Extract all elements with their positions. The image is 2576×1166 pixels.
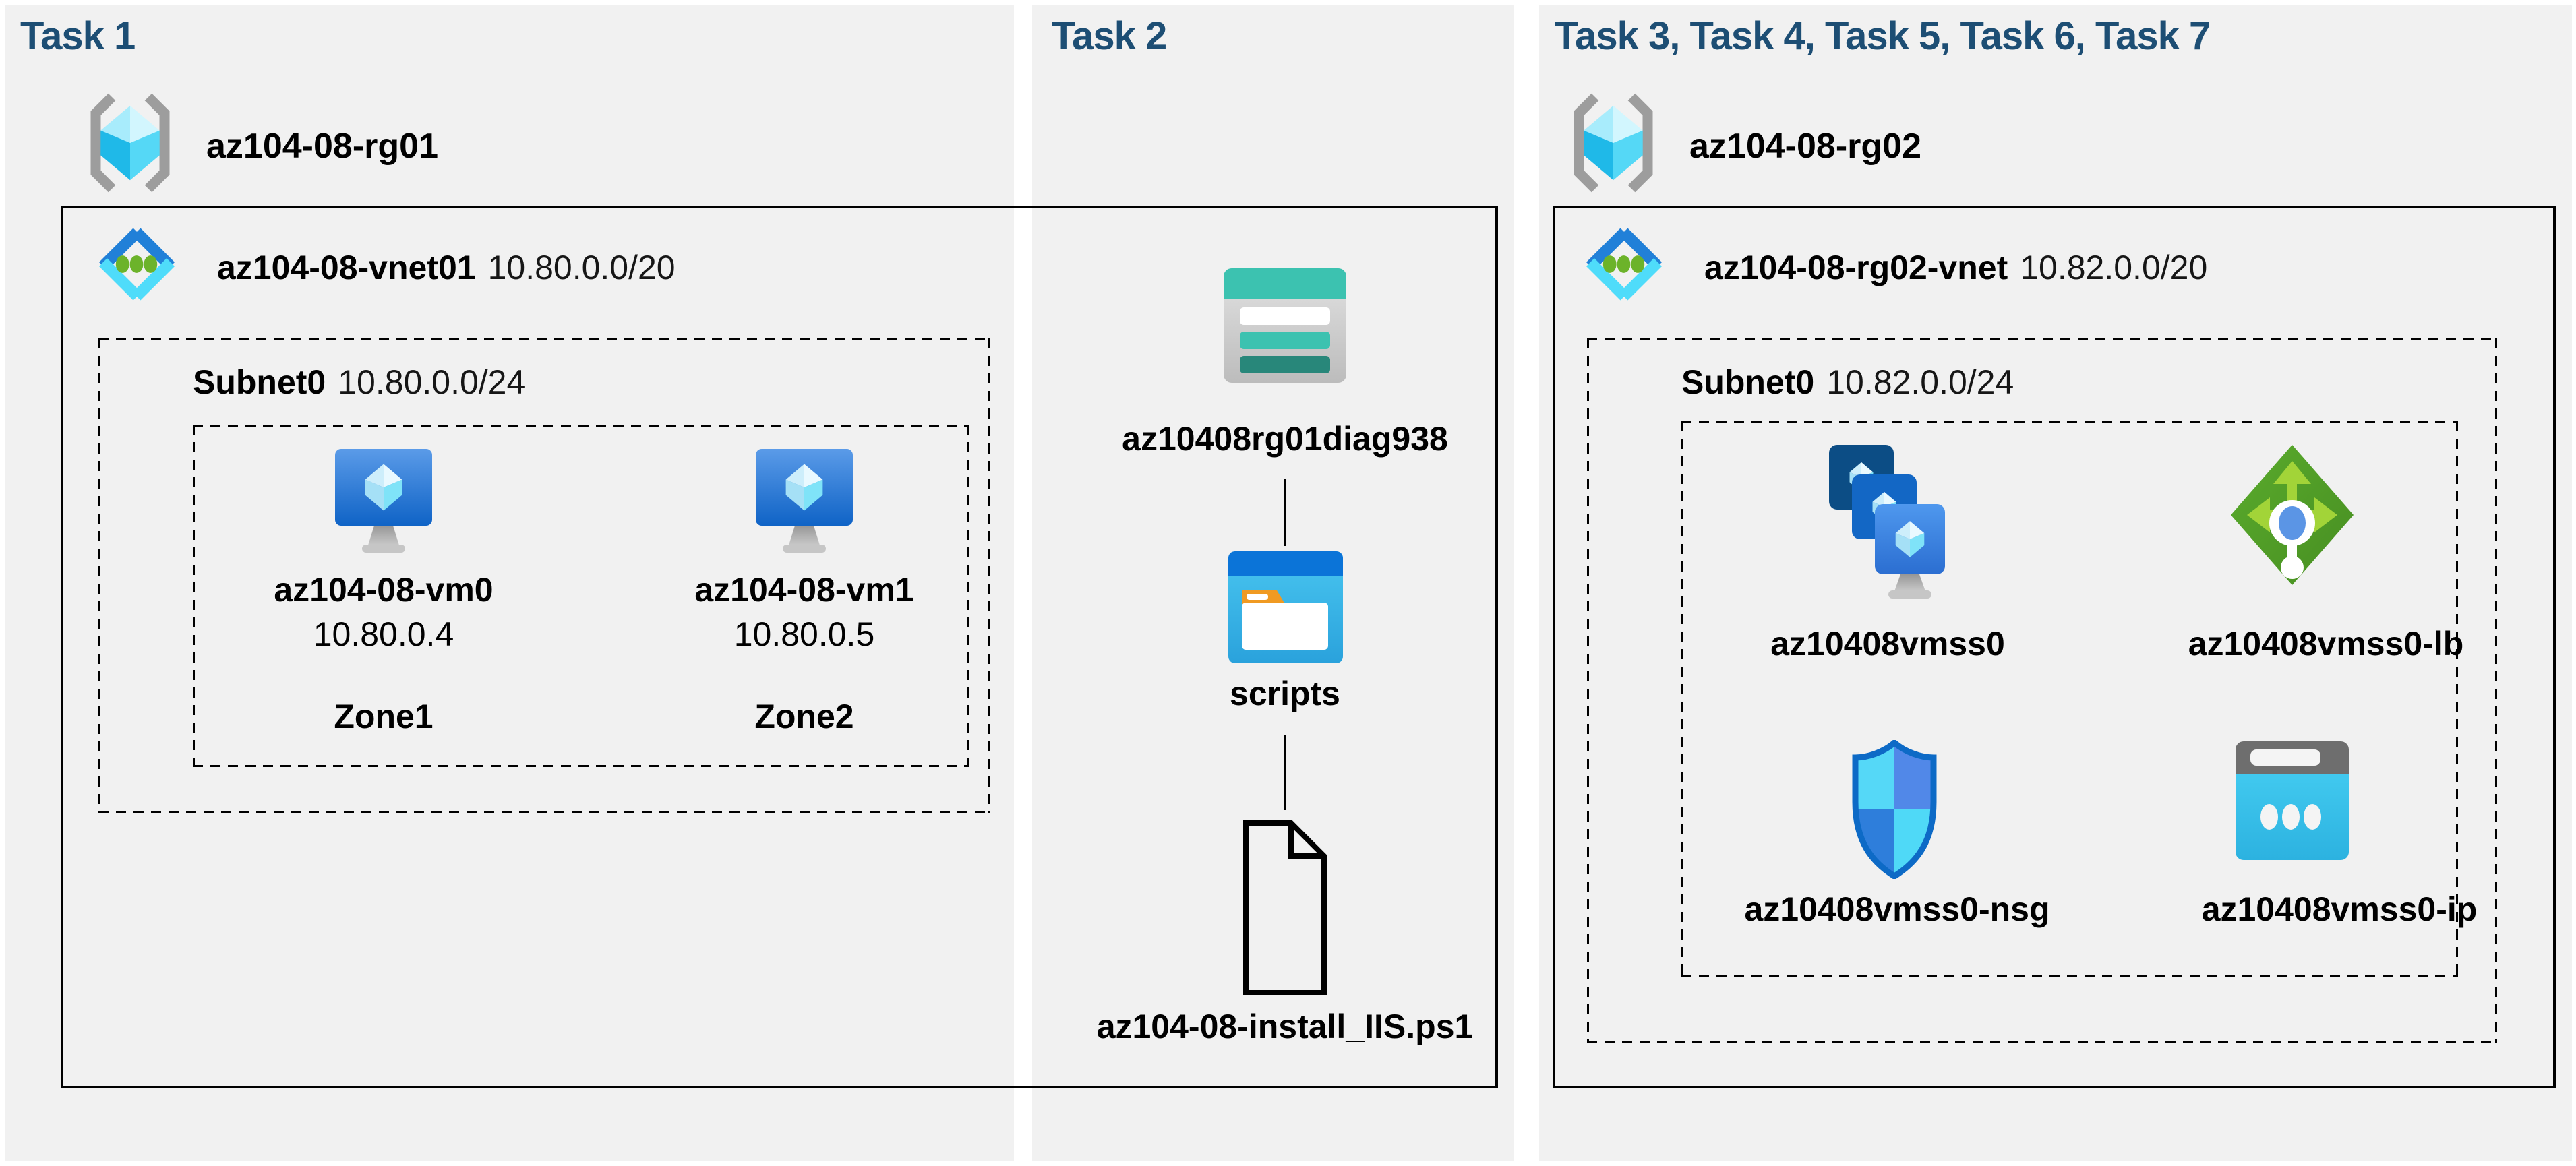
container-label: scripts	[1230, 675, 1340, 712]
resource-group-label: az104-08-rg02	[1689, 127, 1921, 166]
script-file-icon	[1242, 820, 1327, 996]
vm-ip: 10.80.0.4	[313, 615, 454, 653]
vnet-name: az104-08-rg02-vnet	[1704, 249, 2008, 286]
vnet-label: az104-08-rg02-vnet 10.82.0.0/20	[1704, 248, 2207, 287]
vm-zone: Zone2	[754, 698, 854, 735]
vnet1-boundary-box	[61, 206, 1498, 1088]
virtual-network-icon	[98, 228, 175, 302]
subnet-name: Subnet0	[1681, 363, 1815, 401]
connector-line	[1284, 479, 1286, 546]
virtual-machine-icon	[335, 449, 432, 557]
vm-name: az104-08-vm0	[274, 571, 493, 609]
load-balancer-icon	[2229, 443, 2355, 586]
vnet-cidr: 10.82.0.0/20	[2020, 249, 2208, 286]
load-balancer-label: az10408vmss0-lb	[2188, 625, 2464, 663]
network-security-group-icon	[1851, 740, 1938, 879]
subnet-name: Subnet0	[193, 363, 326, 401]
vm-scale-set-icon	[1829, 445, 1947, 601]
subnet-cidr: 10.80.0.0/24	[338, 363, 526, 401]
script-file-label: az104-08-install_IIS.ps1	[1096, 1008, 1474, 1045]
public-ip-label: az10408vmss0-ip	[2201, 890, 2478, 928]
public-ip-icon	[2236, 741, 2349, 860]
resource-group-label: az104-08-rg01	[206, 127, 438, 166]
storage-account-label: az10408rg01diag938	[1122, 420, 1448, 458]
vnet-name: az104-08-vnet01	[217, 249, 476, 286]
vnet2-boundary-box	[1553, 206, 2556, 1088]
task3-header: Task 3, Task 4, Task 5, Task 6, Task 7	[1555, 14, 2211, 58]
vm-zone: Zone1	[334, 698, 433, 735]
vnet-cidr: 10.80.0.0/20	[487, 249, 676, 286]
subnet-label: Subnet0 10.82.0.0/24	[1681, 363, 2014, 402]
blob-container-icon	[1228, 551, 1343, 663]
resource-group-icon	[1563, 92, 1664, 194]
subnet-label: Subnet0 10.80.0.0/24	[193, 363, 525, 402]
vm-scale-set-label: az10408vmss0	[1770, 625, 2005, 663]
subnet-cidr: 10.82.0.0/24	[1826, 363, 2014, 401]
task2-header: Task 2	[1052, 14, 1167, 58]
network-security-group-label: az10408vmss0-nsg	[1744, 890, 2050, 928]
virtual-network-icon	[1586, 228, 1663, 302]
vm-ip: 10.80.0.5	[733, 615, 875, 653]
vnet-label: az104-08-vnet01 10.80.0.0/20	[217, 248, 676, 287]
vm-name: az104-08-vm1	[694, 571, 914, 609]
resource-group-icon	[80, 92, 181, 194]
task1-header: Task 1	[20, 14, 136, 58]
connector-line	[1284, 735, 1286, 810]
virtual-machine-icon	[756, 449, 853, 557]
storage-account-icon	[1224, 268, 1346, 383]
